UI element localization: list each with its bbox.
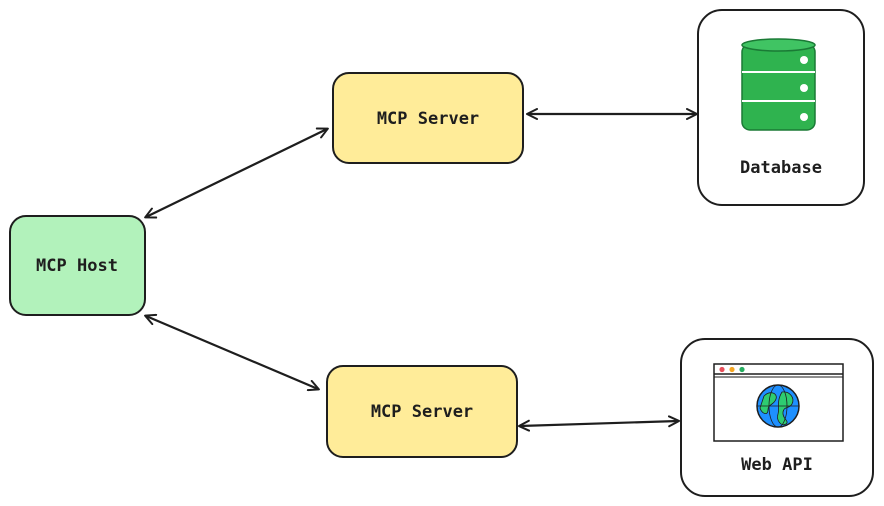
mcp-host-node[interactable]: MCP Host bbox=[9, 215, 146, 316]
edges bbox=[144, 108, 698, 432]
edge-host-server-bottom bbox=[144, 313, 320, 392]
mcp-server-bottom-box bbox=[326, 365, 518, 458]
edge-host-server-top bbox=[144, 127, 329, 219]
mcp-server-top-node[interactable]: MCP Server bbox=[332, 72, 524, 164]
web-api-label: Web API bbox=[741, 455, 813, 475]
mcp-server-bottom-node[interactable]: MCP Server bbox=[326, 365, 518, 458]
mcp-server-top-label: MCP Server bbox=[377, 109, 479, 129]
mcp-server-bottom-label: MCP Server bbox=[371, 402, 473, 422]
database-node[interactable]: Database bbox=[697, 9, 865, 206]
mcp-host-box bbox=[9, 215, 146, 316]
mcp-server-top-box bbox=[332, 72, 524, 164]
database-label: Database bbox=[740, 158, 822, 178]
mcp-host-label: MCP Host bbox=[36, 256, 118, 276]
web-api-node[interactable]: Web API bbox=[680, 338, 874, 497]
edge-server-bottom-webapi bbox=[518, 415, 680, 432]
browser-globe-icon bbox=[713, 363, 844, 442]
database-icon bbox=[741, 38, 816, 131]
